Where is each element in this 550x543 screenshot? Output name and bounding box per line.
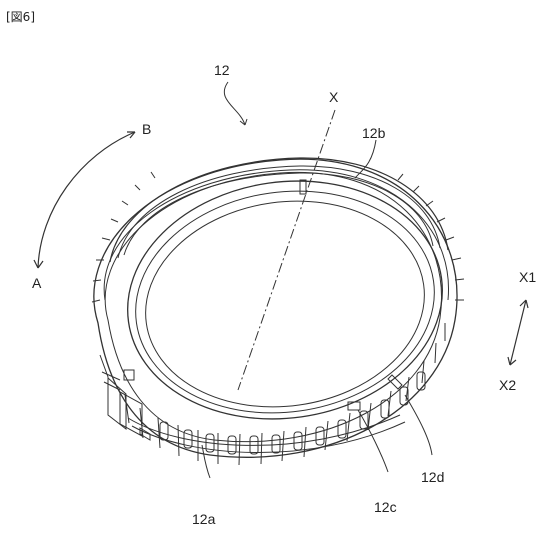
label-12b: 12b <box>362 125 386 141</box>
top-flange <box>103 157 449 301</box>
label-rotation-b: B <box>142 121 152 137</box>
label-12a: 12a <box>192 511 216 527</box>
label-12d: 12d <box>421 469 445 485</box>
notch-marks <box>347 374 403 411</box>
label-rotation-a: A <box>32 275 42 291</box>
figure-title: [図6] <box>6 10 35 24</box>
leader-lines <box>201 81 433 479</box>
label-x2: X2 <box>499 377 517 393</box>
knurled-band <box>91 158 465 466</box>
mounting-block <box>99 354 151 441</box>
inner-bore <box>127 179 443 420</box>
label-12c: 12c <box>374 499 397 515</box>
label-part-12: 12 <box>214 62 230 78</box>
label-x1: X1 <box>519 269 537 285</box>
rotation-arrow <box>33 131 136 269</box>
axial-arrow <box>507 299 529 366</box>
axis-x-line <box>237 109 336 391</box>
label-axis-x: X <box>329 89 339 105</box>
